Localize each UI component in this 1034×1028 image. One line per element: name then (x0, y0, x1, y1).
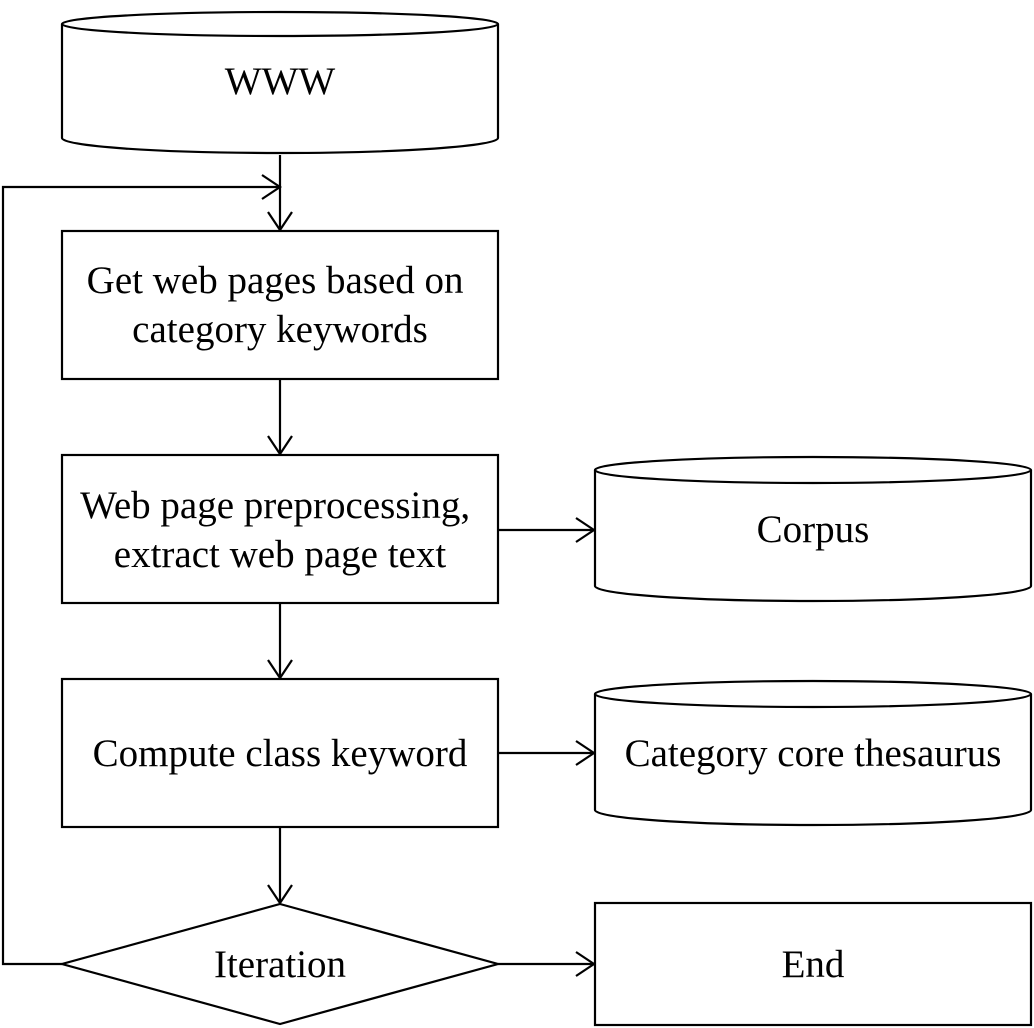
thesaurus-database-node: Category core thesaurus (593, 679, 1033, 827)
arrowhead-icon (261, 174, 282, 200)
connector-loop-back (1, 174, 282, 966)
get-web-pages-box (60, 229, 500, 381)
get-web-pages-label: Get web pages based on category keywords (87, 259, 474, 351)
iteration-label: Iteration (214, 943, 346, 986)
thesaurus-cylinder-body (593, 694, 1033, 827)
www-cylinder-body (60, 24, 500, 155)
preprocessing-box (60, 453, 500, 605)
connector-compute-to-thesaurus (498, 740, 596, 766)
loop-back-line (1, 185, 280, 966)
thesaurus-label: Category core thesaurus (625, 732, 1002, 775)
arrowhead-icon (267, 211, 293, 232)
connector-www-to-get-pages (267, 155, 293, 232)
connector-preprocess-to-corpus (498, 517, 596, 543)
corpus-cylinder-body (593, 470, 1033, 603)
thesaurus-cylinder-top (593, 679, 1033, 709)
end-node: End (593, 901, 1033, 1027)
corpus-cylinder-top (593, 455, 1033, 485)
end-box (593, 901, 1033, 1027)
www-label: WWW (225, 60, 336, 103)
corpus-database-node: Corpus (593, 455, 1033, 603)
get-web-pages-line-2: category keywords (132, 308, 428, 351)
arrowhead-icon (575, 951, 596, 977)
compute-keyword-label: Compute class keyword (93, 732, 468, 775)
preprocessing-line-1: Web page preprocessing, (80, 484, 470, 527)
corpus-label: Corpus (757, 508, 870, 551)
connector-get-pages-to-preprocess (267, 379, 293, 456)
arrowhead-icon (267, 659, 293, 680)
get-web-pages-line-1: Get web pages based on (87, 259, 464, 302)
compute-keyword-node: Compute class keyword (60, 677, 500, 829)
arrowhead-icon (267, 884, 293, 905)
preprocessing-label: Web page preprocessing, extract web page… (80, 484, 480, 576)
arrowhead-icon (575, 740, 596, 766)
iteration-diamond (57, 902, 503, 1026)
connector-preprocess-to-compute (267, 603, 293, 680)
get-web-pages-node: Get web pages based on category keywords (60, 229, 500, 381)
arrowhead-icon (267, 435, 293, 456)
preprocessing-node: Web page preprocessing, extract web page… (60, 453, 500, 605)
end-label: End (782, 943, 845, 986)
iteration-decision-node: Iteration (57, 902, 503, 1026)
www-database-node: WWW (60, 10, 500, 155)
preprocessing-line-2: extract web page text (114, 533, 447, 576)
compute-keyword-box (60, 677, 500, 829)
www-cylinder-top (60, 10, 500, 38)
connector-compute-to-iteration (267, 827, 293, 905)
connector-iteration-to-end (498, 951, 596, 977)
arrowhead-icon (575, 517, 596, 543)
